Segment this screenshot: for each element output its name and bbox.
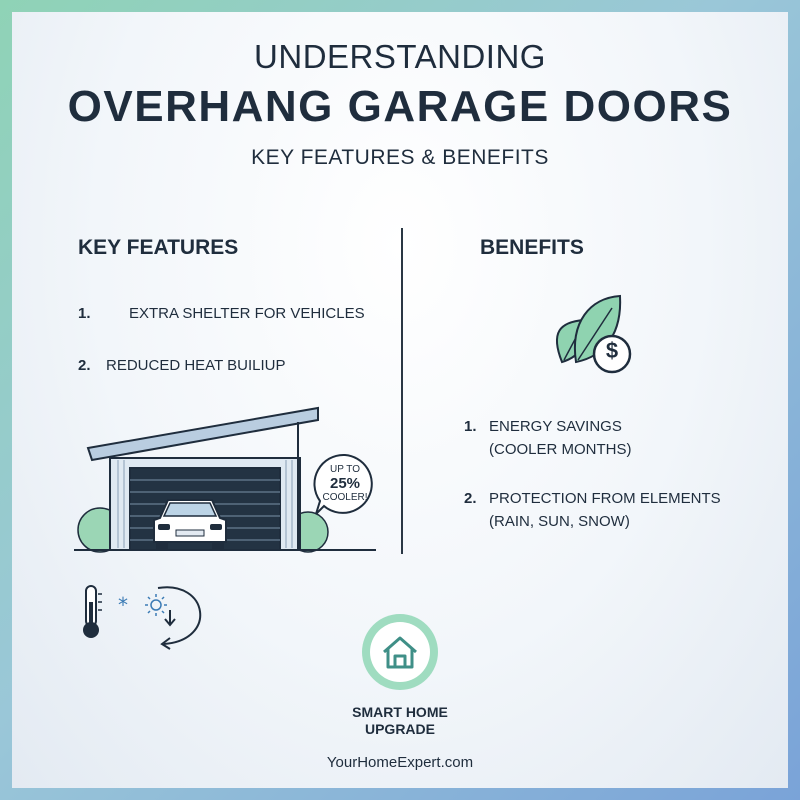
subtitle: KEY FEATURES & BENEFITS (251, 146, 549, 169)
smart-home-label: SMART HOME UPGRADE (326, 704, 474, 738)
garage-illustration (74, 406, 376, 553)
feature-2-number: 2. (78, 357, 91, 374)
garage-roof (86, 406, 319, 462)
benefit-2-line1: PROTECTION FROM ELEMENTS (489, 490, 721, 507)
cooler-callout: UP TO 25% COOLER! (312, 452, 378, 518)
feature-1-number: 1. (78, 305, 91, 322)
wall-siding (117, 460, 293, 548)
benefit-1-line1: ENERGY SAVINGS (489, 418, 622, 435)
leaves-dollar-icon (556, 294, 632, 374)
benefit-2-line2: (RAIN, SUN, SNOW) (489, 513, 630, 530)
benefits-heading: BENEFITS (480, 236, 584, 259)
feature-1-text: EXTRA SHELTER FOR VEHICLES (129, 305, 365, 322)
dollar-coin-icon (592, 334, 632, 374)
benefit-1-number: 1. (464, 418, 477, 435)
smart-home-badge (362, 614, 438, 690)
temperature-icons: * (83, 585, 202, 650)
title-understanding: UNDERSTANDING (254, 38, 546, 75)
dollar-symbol: $ (605, 338, 619, 363)
footer-website: YourHomeExpert.com (326, 754, 474, 771)
snowflake-icon: * (118, 593, 128, 617)
key-features-heading: KEY FEATURES (78, 236, 239, 259)
sun-icon (145, 594, 167, 616)
feature-2-text: REDUCED HEAT BUILIUP (106, 357, 286, 374)
column-divider (401, 228, 403, 554)
callout-line3: COOLER! (322, 492, 368, 503)
badge-inner (370, 622, 430, 682)
callout-line1: UP TO (329, 464, 360, 475)
benefit-1-line2: (COOLER MONTHS) (489, 441, 632, 458)
title-main: OVERHANG GARAGE DOORS (67, 82, 733, 131)
thermometer-icon (83, 585, 102, 638)
callout-bubble (313, 453, 373, 515)
benefit-2-number: 2. (464, 490, 477, 507)
badge-line2: UPGRADE (364, 721, 435, 737)
badge-line1: SMART HOME (352, 704, 448, 720)
callout-percent: 25% (329, 475, 361, 492)
car (153, 499, 227, 550)
house-icon (383, 636, 417, 669)
down-arrow-icon (157, 586, 202, 650)
